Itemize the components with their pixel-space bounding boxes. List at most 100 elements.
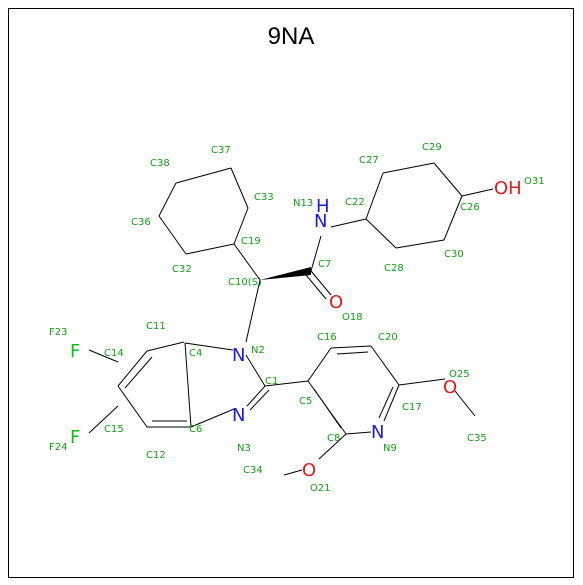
bond-29	[190, 408, 235, 428]
bond-30	[245, 354, 266, 387]
atom-o21: O	[302, 460, 316, 481]
atom-label-c12: C12	[146, 450, 166, 461]
bond-40	[345, 431, 372, 435]
atom-label-c14: C14	[104, 348, 124, 359]
bond-32	[249, 389, 270, 411]
atom-label-n9: N9	[383, 443, 397, 454]
bond-26	[88, 349, 119, 363]
atom-label-f24: F24	[49, 442, 67, 453]
bond-17	[305, 274, 327, 300]
wedge-bond-c10-c7	[260, 267, 311, 280]
atom-n9: N	[371, 422, 384, 443]
atom-label-c15: C15	[104, 424, 124, 435]
atom-label-c20: C20	[378, 332, 398, 343]
atom-n2: N	[232, 345, 245, 366]
atom-label-o18: O18	[342, 312, 363, 323]
bond-8	[330, 218, 367, 228]
atom-label-o31: O31	[524, 176, 545, 187]
atom-label-c36: C36	[131, 217, 151, 228]
bond-18	[245, 279, 261, 343]
bond-4	[158, 215, 187, 255]
bond-42	[313, 388, 342, 429]
atom-label-c10: C10(S)	[228, 277, 262, 288]
atom-label-c6: C6	[189, 424, 202, 435]
bond-36	[336, 351, 369, 355]
atom-label-c1: C1	[265, 376, 278, 387]
bond-16	[310, 270, 332, 296]
atom-label-f23: F23	[49, 327, 67, 338]
atom-label-c34: C34	[243, 465, 263, 476]
bond-12	[443, 195, 463, 241]
bond-35	[330, 345, 372, 349]
bond-19	[146, 341, 185, 352]
atom-label-o25: O25	[449, 369, 470, 380]
bond-24	[124, 356, 153, 389]
bond-15	[461, 188, 494, 197]
bond-layer	[88, 162, 494, 476]
atom-label-c37: C37	[211, 145, 231, 156]
atom-label-c8: C8	[327, 433, 340, 444]
bond-9	[365, 172, 384, 220]
bond-34	[307, 347, 332, 382]
atom-label-n13: N13	[293, 198, 313, 209]
bond-21	[117, 385, 148, 428]
atom-label-c19: C19	[241, 236, 261, 247]
atom-f24: F	[70, 427, 80, 448]
atom-f23: F	[70, 341, 80, 362]
bond-0	[175, 167, 232, 184]
atom-n13: N	[314, 211, 327, 232]
bond-38	[383, 384, 400, 422]
bond-5	[158, 182, 177, 217]
bond-11	[433, 162, 463, 197]
atom-label-n3: N3	[237, 443, 251, 454]
bond-1	[230, 167, 249, 209]
molecule-title: 9NA	[267, 23, 315, 50]
atom-label-c17: C17	[402, 402, 422, 413]
bond-23	[184, 342, 192, 428]
bond-6	[233, 243, 261, 281]
atom-n13-hydrogen: H	[316, 196, 330, 217]
bond-37	[370, 345, 400, 386]
atom-label-c32: C32	[172, 264, 192, 275]
bond-13	[395, 239, 445, 249]
bond-14	[365, 218, 397, 249]
atom-label-c38: C38	[150, 158, 170, 169]
atom-label-c5: C5	[299, 396, 312, 407]
bond-28	[184, 342, 234, 351]
bond-7	[310, 235, 322, 272]
bond-31	[246, 385, 266, 407]
bond-3	[185, 243, 235, 255]
bond-45	[318, 433, 347, 460]
atom-label-c16: C16	[317, 332, 337, 343]
bond-44	[454, 390, 476, 417]
atom-o31: OH	[494, 178, 522, 199]
bond-20	[117, 350, 148, 387]
atom-label-c22: C22	[345, 197, 365, 208]
atom-label-c30: C30	[444, 249, 464, 260]
bond-43	[398, 378, 446, 386]
bond-39	[378, 386, 394, 419]
atom-o25: O	[443, 377, 457, 398]
atom-label-o21: O21	[310, 483, 331, 494]
atom-n3: N	[232, 405, 245, 426]
atom-label-c35: C35	[467, 433, 487, 444]
bond-33	[264, 380, 309, 387]
atom-label-n2: N2	[251, 345, 265, 356]
atom-label-c26: C26	[460, 202, 480, 213]
bond-46	[283, 469, 303, 476]
atom-label-c7: C7	[318, 259, 331, 270]
atom-label-c28: C28	[384, 263, 404, 274]
atom-label-c27: C27	[359, 155, 379, 166]
bond-2	[233, 207, 249, 245]
atom-label-c33: C33	[254, 192, 274, 203]
atom-o18: O	[329, 292, 343, 313]
bond-27	[88, 405, 119, 434]
bond-10	[382, 162, 435, 174]
atom-label-c4: C4	[189, 348, 202, 359]
atom-label-c11: C11	[146, 321, 166, 332]
atom-label-c29: C29	[422, 142, 442, 153]
